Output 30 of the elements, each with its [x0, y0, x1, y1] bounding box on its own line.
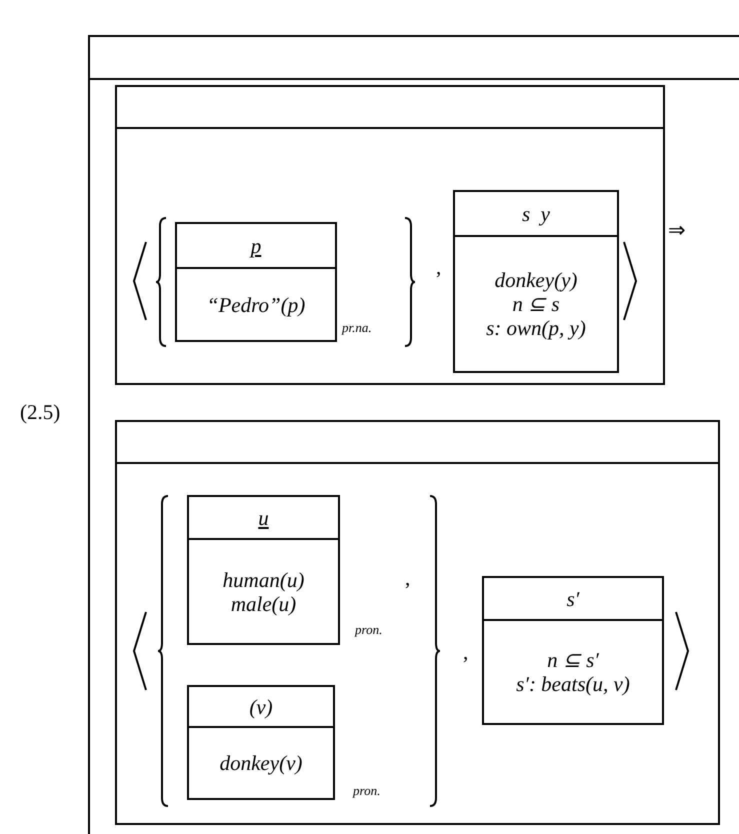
discourse-referent: (v)	[249, 694, 273, 718]
discourse-referent: s′	[566, 586, 580, 610]
condition: s′: beats(u, v)	[516, 672, 630, 696]
subscript-label: pron.	[355, 622, 382, 638]
drs-box	[115, 85, 665, 385]
condition: male(u)	[230, 592, 296, 616]
comma: ,	[405, 566, 410, 591]
condition: s: own(p, y)	[486, 316, 586, 340]
condition: human(u)	[222, 568, 304, 592]
drs-box	[115, 420, 720, 825]
condition: “Pedro”(p)	[206, 292, 306, 316]
drs-box	[187, 685, 335, 800]
drs-box	[187, 495, 340, 645]
equation-number: (2.5)	[20, 400, 60, 425]
subscript-label: pr.na.	[342, 320, 372, 336]
condition: n ⊆ s′	[547, 648, 599, 672]
condition: n ⊆ s	[512, 292, 560, 316]
drs-box	[88, 35, 739, 834]
discourse-referent: u	[258, 506, 269, 530]
drs-box	[482, 576, 664, 725]
drs-box	[453, 190, 619, 373]
subscript-label: pron.	[353, 783, 380, 799]
implication-symbol: ⇒	[668, 218, 686, 243]
condition: donkey(y)	[494, 268, 578, 292]
condition: donkey(v)	[220, 751, 302, 775]
drs-box	[175, 222, 337, 342]
comma: ,	[463, 640, 468, 665]
discourse-referent: p	[250, 234, 262, 258]
comma: ,	[436, 255, 442, 280]
discourse-referent: s y	[522, 202, 550, 226]
